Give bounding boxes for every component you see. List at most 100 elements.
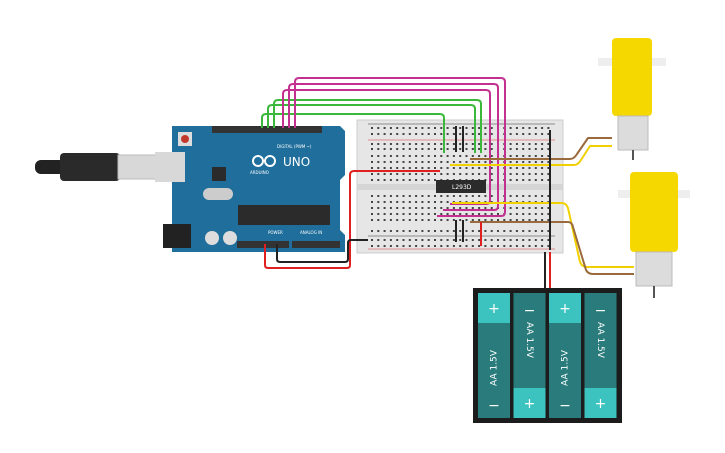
breadboard-hole [515, 127, 518, 129]
breadboard-hole [421, 245, 424, 247]
breadboard-hole [528, 148, 531, 150]
breadboard-hole [389, 239, 392, 241]
breadboard-hole [434, 195, 436, 197]
breadboard-hole [534, 207, 537, 209]
breadboard-hole [547, 143, 550, 145]
breadboard-hole [402, 179, 405, 181]
breadboard-hole [402, 148, 405, 150]
breadboard-hole [478, 148, 481, 150]
breadboard-hole [421, 219, 424, 221]
breadboard-hole [415, 155, 418, 157]
dc-motor-1[interactable] [598, 38, 666, 160]
breadboard-hole [490, 219, 493, 221]
breadboard-hole [434, 213, 436, 215]
breadboard-hole [497, 213, 499, 215]
breadboard-hole [528, 230, 531, 232]
breadboard-hole [459, 230, 462, 232]
breadboard-hole [534, 133, 537, 135]
wire-brown-motor2[interactable] [470, 221, 634, 275]
breadboard-hole [427, 239, 430, 241]
wire-red-5v[interactable] [264, 170, 440, 269]
wire-brown-motor1[interactable] [470, 137, 612, 160]
breadboard-hole [471, 207, 474, 209]
breadboard-hole [541, 213, 544, 215]
breadboard-hole [389, 143, 392, 145]
usb-cable[interactable] [35, 153, 157, 181]
breadboard-hole [434, 173, 436, 175]
wire-magenta-3[interactable] [294, 77, 506, 217]
plus-sign: + [488, 301, 500, 317]
wire-magenta-2[interactable] [288, 83, 499, 211]
breadboard-hole [408, 179, 411, 181]
breadboard-hole [547, 213, 550, 215]
breadboard-hole [371, 230, 373, 232]
breadboard-hole [490, 207, 493, 209]
breadboard-hole [478, 161, 481, 163]
breadboard-hole [484, 245, 487, 247]
breadboard-hole [534, 213, 537, 215]
plus-sign: + [595, 396, 607, 412]
wire-green-2[interactable] [267, 104, 476, 153]
arduino-uno-board[interactable]: UNO ARDUINO DIGITAL (PWM ~) POWER ANALOG… [155, 126, 345, 252]
breadboard-hole [452, 127, 455, 129]
breadboard-hole [459, 143, 462, 145]
breadboard-hole [541, 173, 544, 175]
breadboard-hole [383, 207, 386, 209]
wire-black-gnd[interactable] [276, 239, 368, 263]
breadboard-hole [383, 161, 386, 163]
breadboard-hole [484, 148, 487, 150]
battery-pack[interactable]: +−AA 1.5V+−AA 1.5V+−AA 1.5V+−AA 1.5V [473, 288, 622, 423]
wire-green-1[interactable] [261, 113, 445, 153]
breadboard-hole [446, 133, 449, 135]
breadboard-hole [396, 133, 399, 135]
breadboard-hole [371, 245, 373, 247]
breadboard-hole [383, 127, 386, 129]
breadboard-hole [389, 219, 392, 221]
breadboard-hole [446, 155, 449, 157]
breadboard-hole [440, 245, 443, 247]
breadboard-hole [383, 230, 386, 232]
breadboard-hole [371, 213, 373, 215]
breadboard-hole [440, 161, 443, 163]
l293d-chip[interactable] [436, 180, 486, 193]
breadboard-hole [515, 173, 518, 175]
dc-motor-2[interactable] [618, 172, 690, 298]
breadboard-hole [452, 167, 455, 169]
breadboard-hole [377, 207, 380, 209]
breadboard-hole [465, 148, 468, 150]
breadboard-hole [528, 127, 531, 129]
cell-label: AA 1.5V [561, 349, 571, 386]
breadboard-hole [446, 207, 449, 209]
breadboard-hole [541, 219, 544, 221]
breadboard-hole [415, 143, 418, 145]
breadboard-hole [377, 148, 380, 150]
breadboard-hole [377, 195, 380, 197]
breadboard-hole [371, 219, 373, 221]
breadboard-hole [377, 245, 380, 247]
breadboard-hole [490, 167, 493, 169]
breadboard-hole [408, 148, 411, 150]
breadboard-hole [522, 207, 525, 209]
breadboard-hole [541, 148, 544, 150]
breadboard-hole [427, 167, 430, 169]
breadboard-hole [471, 148, 474, 150]
breadboard-hole [383, 213, 386, 215]
breadboard-hole [528, 213, 531, 215]
breadboard-hole [389, 195, 392, 197]
breadboard-hole [465, 213, 468, 215]
breadboard-hole [547, 133, 550, 135]
breadboard-hole [440, 133, 443, 135]
breadboard-hole [389, 230, 392, 232]
breadboard-hole [509, 133, 512, 135]
breadboard-hole [415, 148, 418, 150]
breadboard-hole [528, 167, 531, 169]
breadboard-hole [509, 230, 512, 232]
breadboard-hole [415, 230, 418, 232]
wire-yellow-motor1[interactable] [450, 145, 612, 166]
breadboard-hole [408, 161, 411, 163]
breadboard-hole [459, 173, 462, 175]
wire-green-3[interactable] [273, 99, 482, 153]
breadboard-hole [528, 173, 531, 175]
